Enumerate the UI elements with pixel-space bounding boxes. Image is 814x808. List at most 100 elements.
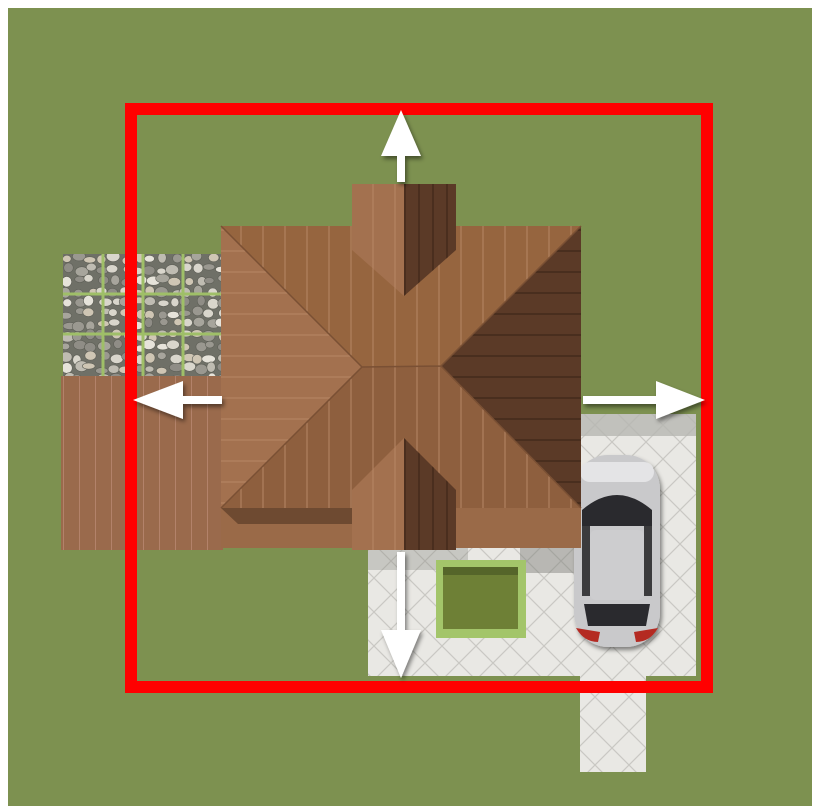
pebble bbox=[217, 298, 221, 308]
pebble bbox=[218, 308, 221, 318]
pebble bbox=[108, 308, 118, 317]
pebble bbox=[144, 372, 155, 376]
pebble bbox=[207, 298, 220, 310]
pebble bbox=[156, 367, 168, 375]
pebble bbox=[157, 351, 167, 360]
pebble bbox=[192, 305, 204, 317]
arrow-up-icon bbox=[381, 110, 421, 182]
pebble bbox=[201, 354, 216, 364]
pebble bbox=[219, 255, 221, 262]
pebble bbox=[63, 351, 73, 363]
pebble bbox=[63, 362, 73, 374]
pebble bbox=[169, 362, 184, 372]
pebble bbox=[83, 295, 94, 307]
pebble bbox=[191, 354, 203, 365]
pebble bbox=[72, 374, 82, 376]
pebble bbox=[84, 350, 97, 361]
pebble bbox=[207, 372, 217, 376]
pebble bbox=[108, 318, 121, 327]
pebble bbox=[113, 339, 123, 349]
pebble bbox=[63, 298, 72, 308]
pebble bbox=[83, 274, 94, 283]
pebble bbox=[165, 264, 179, 276]
pebble bbox=[144, 352, 156, 364]
pebble bbox=[214, 318, 221, 328]
pebble bbox=[144, 317, 153, 328]
pebble bbox=[183, 361, 196, 372]
pebble bbox=[194, 363, 208, 376]
pebble bbox=[202, 308, 214, 319]
pebble bbox=[96, 254, 107, 265]
house-roof bbox=[220, 184, 582, 550]
pebble bbox=[158, 310, 168, 320]
pebble bbox=[110, 274, 120, 286]
pebble bbox=[72, 254, 86, 262]
pebble bbox=[135, 275, 148, 286]
pebble bbox=[63, 342, 70, 350]
wooden-deck bbox=[61, 376, 223, 550]
property-boundary bbox=[125, 103, 713, 693]
pebble bbox=[144, 255, 155, 263]
pebble bbox=[157, 254, 167, 264]
pebble bbox=[154, 286, 169, 298]
pebble bbox=[173, 318, 183, 326]
pebble bbox=[63, 262, 74, 273]
car-icon bbox=[574, 455, 660, 647]
pebble bbox=[202, 263, 216, 271]
pebble bbox=[216, 362, 221, 372]
pebble bbox=[208, 254, 220, 263]
pebble bbox=[107, 364, 120, 374]
stone-garden bbox=[63, 254, 221, 376]
pebble bbox=[110, 353, 124, 364]
planter-lawn bbox=[436, 560, 526, 638]
pebble bbox=[105, 264, 119, 274]
pebble bbox=[157, 299, 170, 307]
pebble bbox=[169, 353, 183, 364]
pebble bbox=[217, 374, 221, 376]
pebble bbox=[184, 277, 194, 286]
pebble bbox=[166, 339, 180, 350]
pebble bbox=[106, 254, 121, 262]
pebble bbox=[196, 295, 206, 307]
pebble bbox=[215, 266, 221, 273]
pebble bbox=[155, 273, 170, 284]
arrow-right-icon bbox=[583, 381, 705, 419]
pebble bbox=[217, 274, 221, 282]
pebble bbox=[195, 341, 208, 352]
pebble bbox=[172, 374, 182, 376]
pebble bbox=[191, 254, 202, 262]
pebble bbox=[217, 343, 221, 351]
pebble bbox=[82, 307, 95, 317]
pebble bbox=[98, 297, 113, 307]
arrow-down-icon bbox=[381, 552, 421, 678]
pebble bbox=[63, 276, 72, 288]
pebble bbox=[193, 317, 206, 328]
pebble bbox=[192, 262, 204, 274]
pebble bbox=[110, 373, 123, 376]
pebble bbox=[143, 296, 156, 306]
pebble bbox=[86, 262, 97, 272]
pebble bbox=[81, 362, 96, 370]
pebble bbox=[217, 353, 221, 363]
pebble bbox=[63, 312, 72, 320]
pebble bbox=[166, 311, 180, 319]
pebble bbox=[204, 277, 215, 284]
pebble bbox=[142, 265, 156, 276]
pebble bbox=[170, 297, 180, 308]
pebble bbox=[156, 267, 167, 275]
pebble bbox=[144, 365, 155, 373]
pebble bbox=[63, 254, 72, 263]
pebble bbox=[167, 277, 181, 287]
pebble bbox=[172, 254, 183, 264]
pebble bbox=[206, 361, 216, 373]
pebble bbox=[83, 256, 96, 264]
pebble bbox=[178, 309, 192, 317]
pebble bbox=[64, 372, 76, 376]
pebble bbox=[74, 275, 86, 283]
arrow-left-icon bbox=[133, 381, 222, 419]
pebble bbox=[201, 330, 216, 342]
pebble bbox=[71, 320, 85, 332]
pebble bbox=[205, 340, 215, 349]
